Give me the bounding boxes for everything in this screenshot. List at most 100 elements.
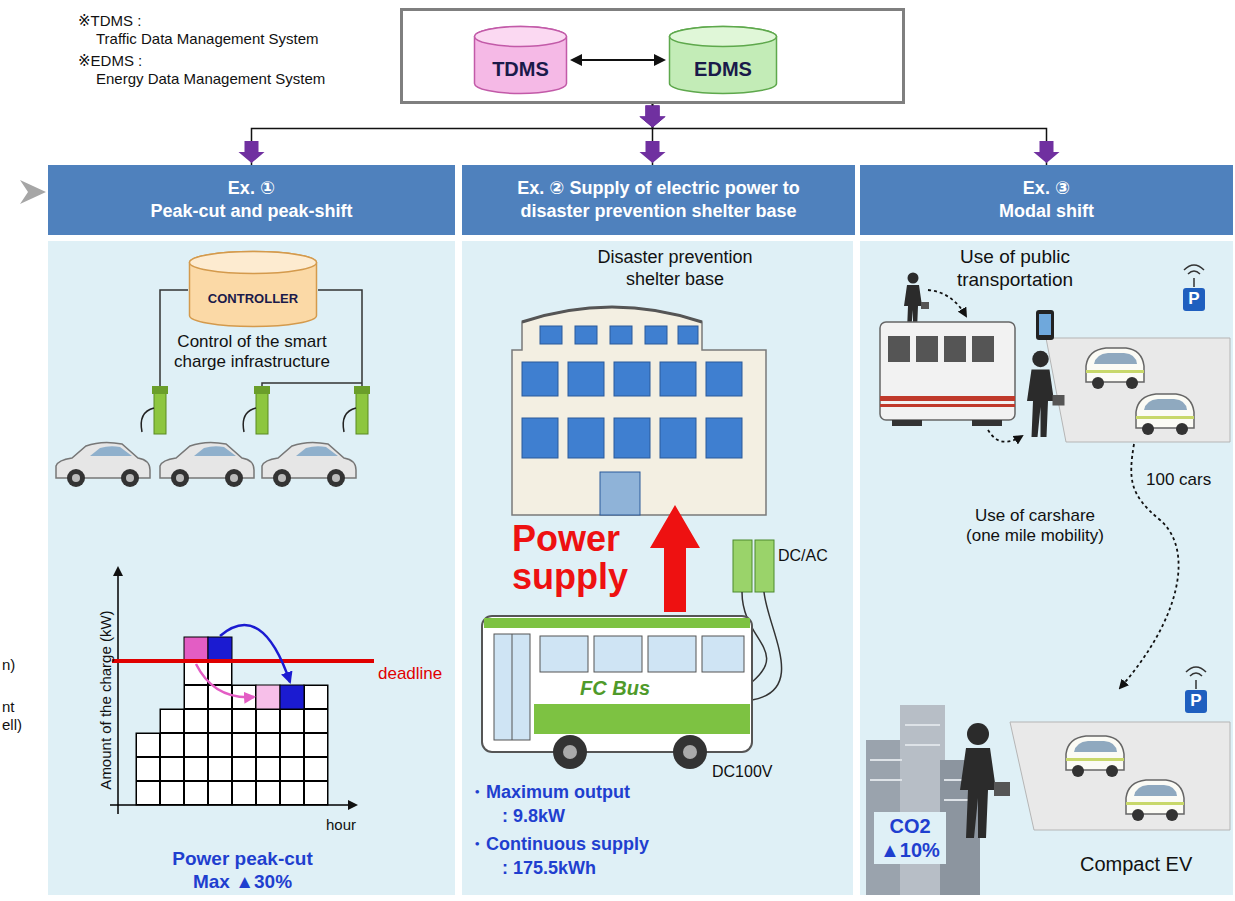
art-rect	[304, 685, 328, 805]
art-rect	[184, 661, 208, 805]
axis-label: hour	[326, 816, 356, 834]
art-use	[262, 442, 356, 487]
art-rect	[354, 386, 370, 394]
node-label: TDMS	[492, 58, 549, 81]
art-rect	[944, 336, 966, 362]
count-label: 100 cars	[1146, 470, 1211, 490]
art-rect	[916, 336, 938, 362]
art-path	[196, 664, 254, 697]
cylinder-body	[190, 252, 317, 327]
art-path	[512, 634, 513, 740]
art-rect	[482, 616, 752, 752]
art-use	[56, 442, 150, 487]
art-rect	[600, 472, 640, 515]
art-circle	[683, 745, 697, 759]
scene-label: Use of carshare (one mile mobility)	[960, 506, 1110, 547]
art-rect	[575, 326, 597, 344]
art-rect	[972, 420, 1002, 426]
art-rect	[706, 418, 742, 458]
art-rect	[614, 418, 650, 458]
art-rect	[645, 326, 667, 344]
art-rect	[160, 709, 184, 805]
scene-label: Use of public transportation	[940, 246, 1090, 292]
art-use	[1066, 736, 1124, 777]
note-text: Energy Data Management System	[96, 70, 325, 88]
parking-sign: P	[1185, 690, 1207, 713]
art-rect	[888, 336, 910, 362]
cylinder-body	[475, 27, 567, 94]
art-rect	[660, 362, 696, 396]
art-rect	[900, 705, 945, 895]
connector	[640, 104, 666, 165]
art-rect	[880, 396, 1015, 401]
art-rect	[540, 636, 588, 672]
cylinder-top	[670, 27, 777, 47]
art-path	[343, 408, 356, 432]
power-arrow	[650, 505, 700, 612]
panel-bg	[462, 241, 853, 895]
block-arrowhead	[640, 105, 666, 127]
art-rect	[232, 685, 256, 805]
art-rect	[892, 420, 922, 426]
art-rect	[1036, 310, 1054, 340]
example-title: Ex. ② Supply of electric power to disast…	[475, 177, 842, 224]
spec-text: ・Maximum output	[468, 782, 630, 804]
block-arrowhead	[239, 141, 265, 163]
art-rect	[972, 336, 994, 362]
example-header: Ex. ② Supply of electric power to disast…	[462, 165, 855, 235]
art-path	[117, 568, 119, 814]
node-label: EDMS	[694, 58, 752, 81]
system-box: TDMS EDMS	[400, 8, 905, 104]
art-rect	[522, 362, 558, 396]
node-label: P	[1188, 290, 1199, 309]
art-circle	[673, 735, 707, 769]
modal-shift-scene	[866, 265, 1230, 895]
cylinder-body	[670, 27, 777, 94]
shelter-building	[512, 307, 766, 515]
art-circle	[563, 745, 577, 759]
connector-line	[653, 104, 1047, 165]
art-path	[141, 408, 154, 432]
converter-label: DC/AC	[778, 546, 828, 565]
note-text: Traffic Data Management System	[96, 30, 319, 48]
art-rect	[256, 709, 280, 805]
connector-line	[572, 59, 664, 61]
art-path	[112, 659, 374, 663]
deadline-label: deadline	[378, 664, 442, 684]
art-circle	[553, 735, 587, 769]
art-rect	[1039, 314, 1051, 335]
art-rect	[356, 390, 368, 434]
art-path	[1186, 667, 1206, 689]
parking-sign: P	[1183, 288, 1205, 311]
art-use	[1027, 351, 1065, 437]
art-use	[1136, 394, 1194, 435]
charge-chart	[110, 568, 374, 814]
art-path	[1046, 338, 1230, 442]
art-rect	[494, 634, 530, 740]
result-text: Power peak-cut Max ▲30%	[160, 848, 325, 894]
art-rect	[280, 685, 304, 709]
note-heading: ※TDMS :	[78, 12, 141, 30]
chevron-arrow	[20, 180, 46, 204]
art-rect	[254, 386, 270, 394]
connector	[640, 104, 1060, 165]
art-rect	[152, 386, 168, 394]
panel-bg	[48, 241, 455, 895]
art-rect	[880, 322, 1015, 420]
art-path	[1184, 265, 1204, 287]
power-supply-label: Power supply	[512, 520, 642, 596]
art-rect	[648, 636, 696, 672]
art-rect	[755, 540, 774, 592]
connector-line	[252, 104, 653, 165]
art-rect	[522, 418, 558, 458]
block-arrowhead	[640, 141, 666, 163]
note-heading: ※EDMS :	[78, 52, 142, 70]
art-rect	[154, 390, 166, 434]
axis-label: Amount of the charge (kW)	[97, 595, 115, 805]
cylinder-top	[190, 252, 317, 274]
art-rect	[706, 362, 742, 396]
art-rect	[568, 362, 604, 396]
art-path	[512, 307, 766, 515]
bus-label: FC Bus	[580, 676, 650, 700]
